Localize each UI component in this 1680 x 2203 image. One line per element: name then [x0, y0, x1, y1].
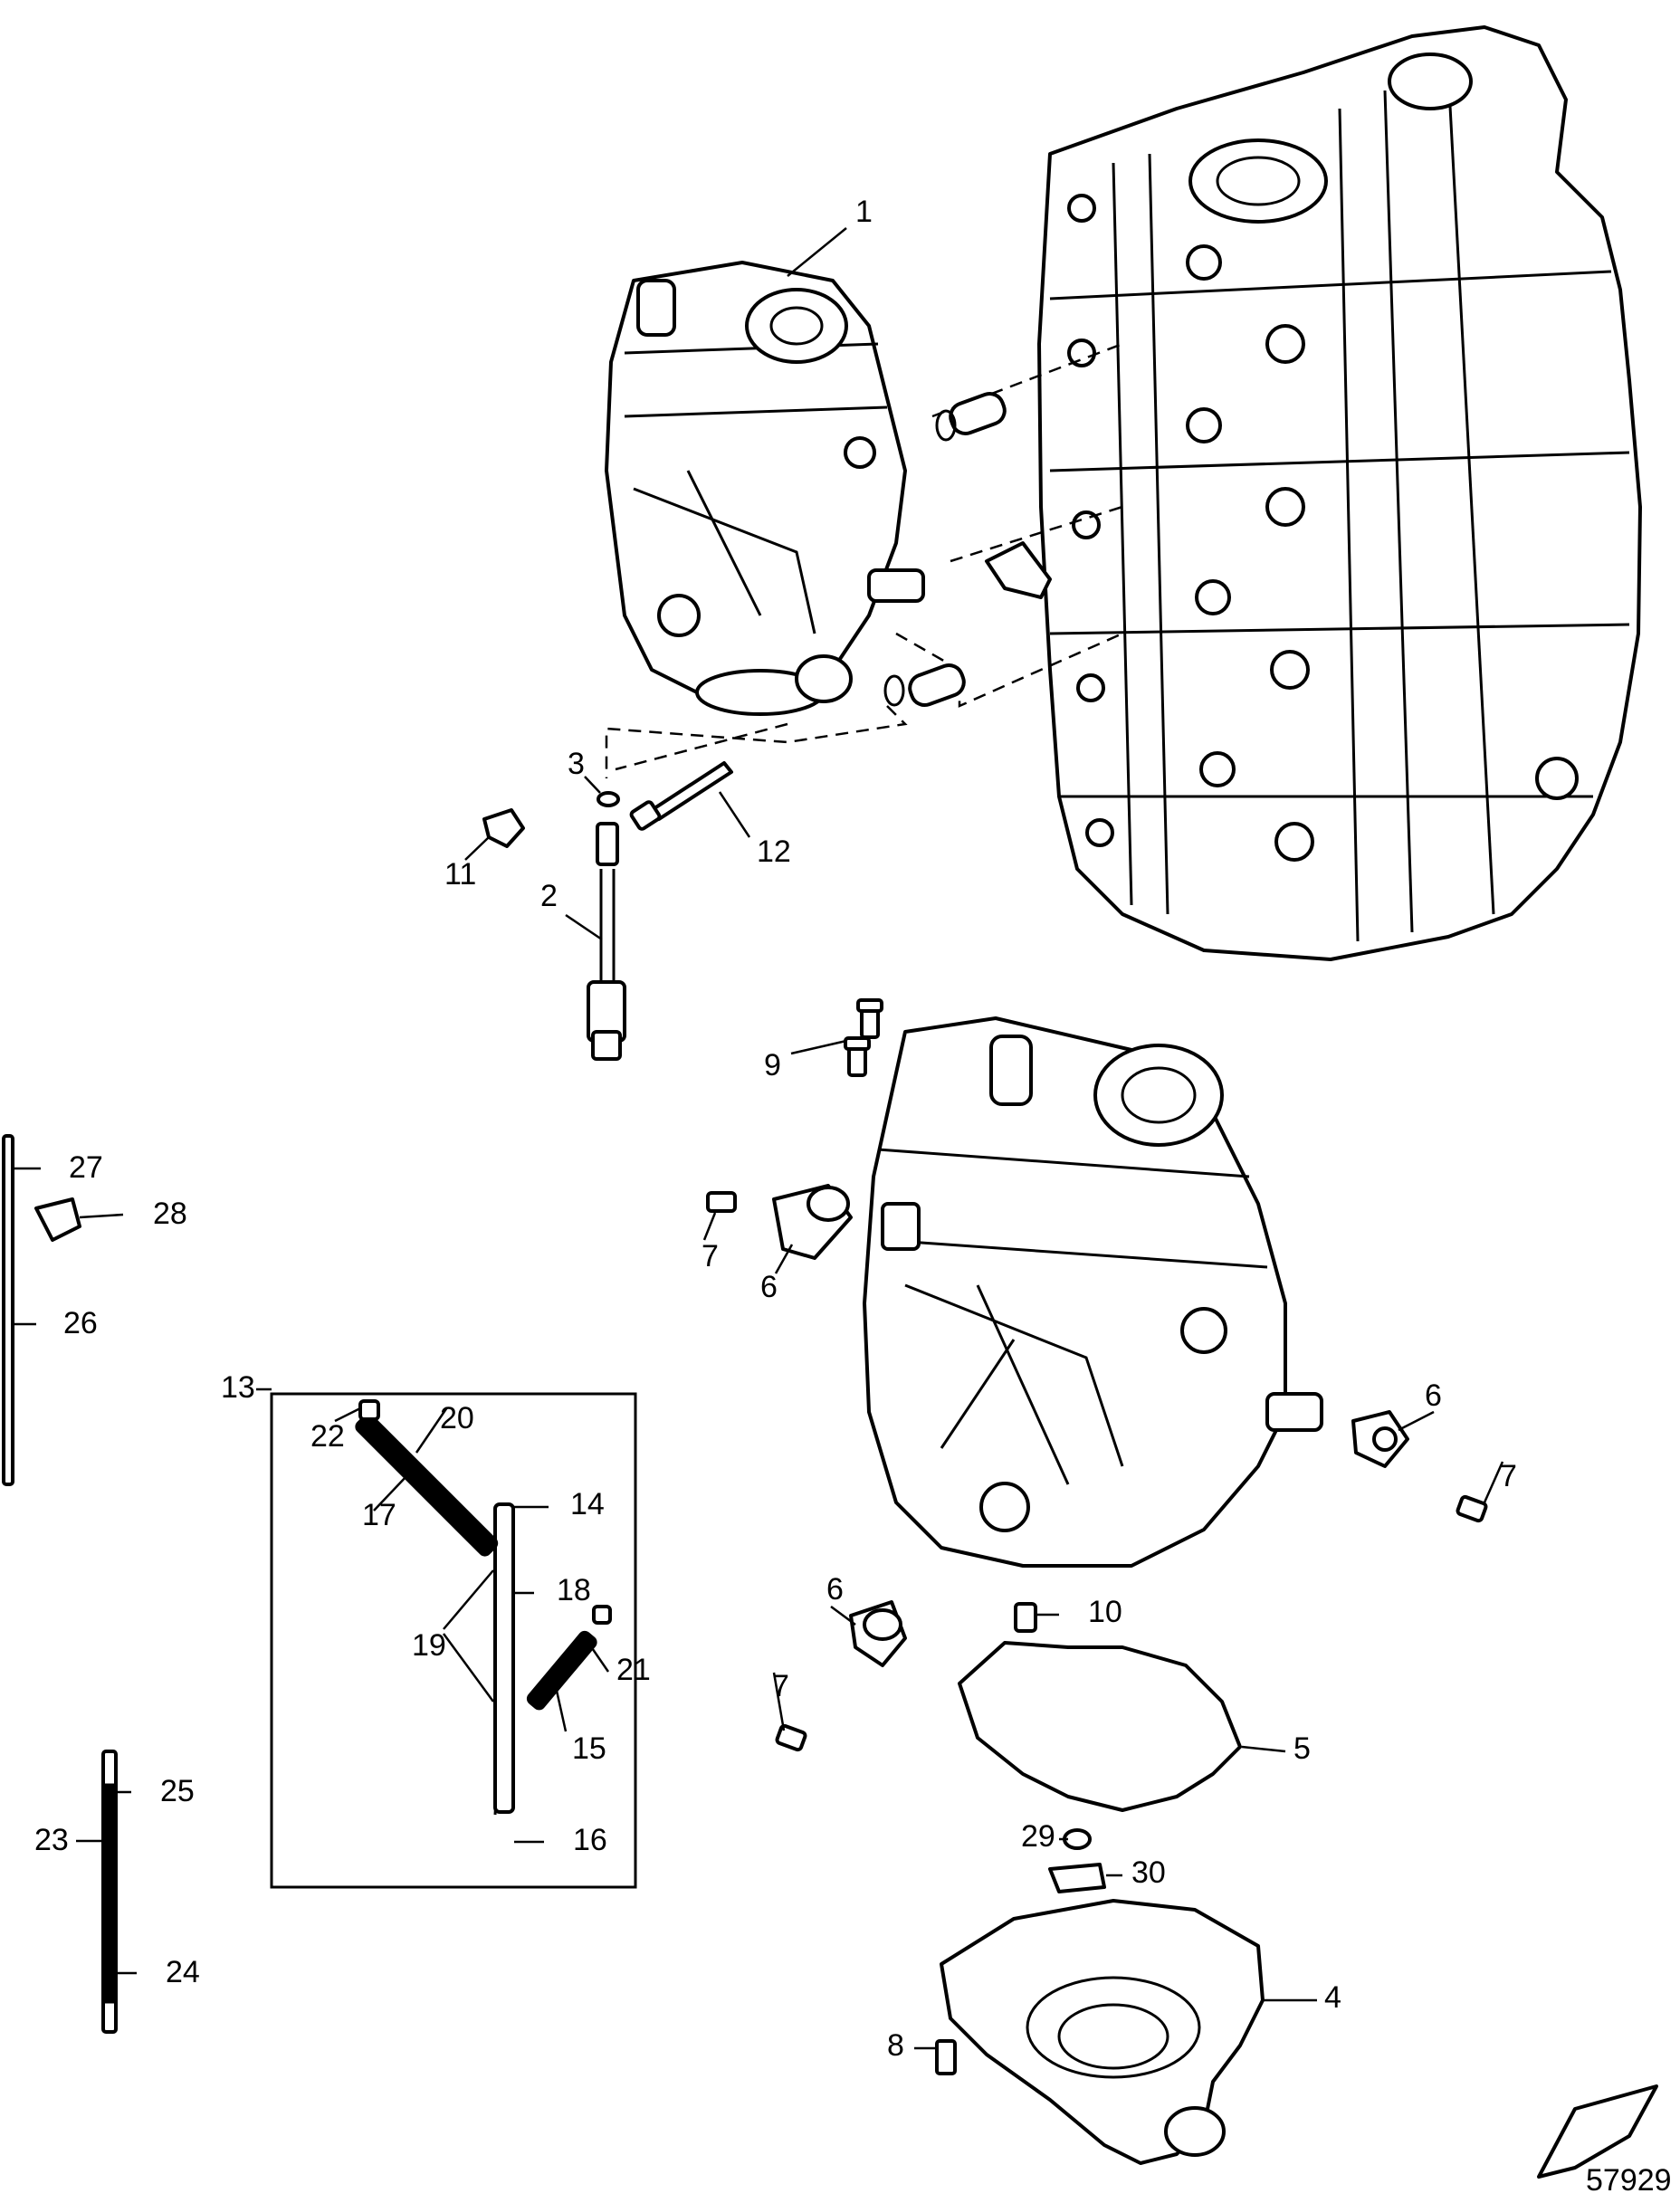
callout-label-c18: 18 — [557, 1573, 591, 1607]
orientation-icon — [1537, 2084, 1658, 2179]
clip-28 — [34, 1197, 81, 1242]
rod-24 — [101, 1750, 118, 2034]
callout-label-c21: 21 — [616, 1653, 651, 1687]
callout-label-c15: 15 — [572, 1731, 606, 1766]
linkage-arm — [985, 541, 1052, 599]
fitting-6b — [1351, 1410, 1409, 1468]
callout-label-c10: 10 — [1088, 1595, 1122, 1629]
callout-label-c6a: 6 — [760, 1270, 778, 1304]
callout-label-c26: 26 — [63, 1306, 98, 1340]
callout-label-c19: 19 — [412, 1628, 446, 1663]
callout-label-c17: 17 — [362, 1498, 396, 1532]
callout-label-c22: 22 — [310, 1419, 345, 1454]
bolt-8 — [935, 2039, 957, 2075]
gasket-5 — [958, 1641, 1242, 1812]
clip-11 — [482, 808, 525, 848]
callout-label-c3: 3 — [568, 747, 585, 781]
fitting-6c — [849, 1600, 907, 1667]
hose-kit-box-13 — [270, 1392, 637, 1889]
o-ring-3 — [597, 791, 620, 807]
callout-label-c14: 14 — [570, 1487, 605, 1521]
callout-label-c7a: 7 — [702, 1239, 719, 1273]
callout-label-c28: 28 — [153, 1197, 187, 1231]
callout-label-c2: 2 — [540, 879, 558, 913]
callout-label-c5: 5 — [1293, 1731, 1311, 1766]
plug-10 — [1014, 1602, 1037, 1633]
callout-label-c6c: 6 — [826, 1572, 844, 1607]
callout-label-c23: 23 — [34, 1823, 69, 1857]
figure-number: 57929 — [1586, 2163, 1672, 2198]
callout-label-c25: 25 — [160, 1774, 195, 1808]
callout-label-c9: 9 — [764, 1048, 781, 1082]
callout-label-c12: 12 — [757, 834, 791, 869]
callout-label-c24: 24 — [166, 1955, 200, 1989]
callout-label-c20: 20 — [440, 1401, 474, 1435]
leader-lines — [13, 227, 1504, 2050]
callout-label-c29: 29 — [1021, 1819, 1055, 1854]
callout-label-c16: 16 — [573, 1823, 607, 1857]
callout-label-c30: 30 — [1131, 1855, 1166, 1890]
bracket-30 — [1048, 1863, 1106, 1893]
callout-label-c1: 1 — [855, 195, 873, 229]
callout-label-c7b: 7 — [1500, 1459, 1517, 1493]
callout-label-c6b: 6 — [1425, 1378, 1442, 1413]
rod-26 — [2, 1134, 14, 1486]
fitting-6a — [772, 1184, 853, 1260]
callout-labels: 1234566677789101112131415161718192021222… — [34, 195, 1517, 2063]
callout-label-c13: 13 — [221, 1370, 255, 1405]
long-bolt-12 — [629, 761, 733, 831]
callout-label-c4: 4 — [1324, 1980, 1341, 2015]
lower-assembly — [863, 1016, 1323, 1568]
engine-block — [1037, 25, 1642, 961]
upper-assembly — [605, 261, 925, 716]
plug-29 — [1063, 1828, 1092, 1850]
adapter-housing-4 — [940, 1899, 1265, 2165]
callout-label-c27: 27 — [69, 1150, 103, 1185]
callout-label-c11: 11 — [444, 857, 476, 892]
sensor-2 — [587, 822, 626, 1061]
bolts-9 — [844, 998, 883, 1077]
seal-rings — [883, 391, 1007, 708]
callout-label-c7c: 7 — [772, 1669, 789, 1703]
bolts-7 — [706, 1191, 1488, 1752]
callout-label-c8: 8 — [887, 2028, 904, 2063]
